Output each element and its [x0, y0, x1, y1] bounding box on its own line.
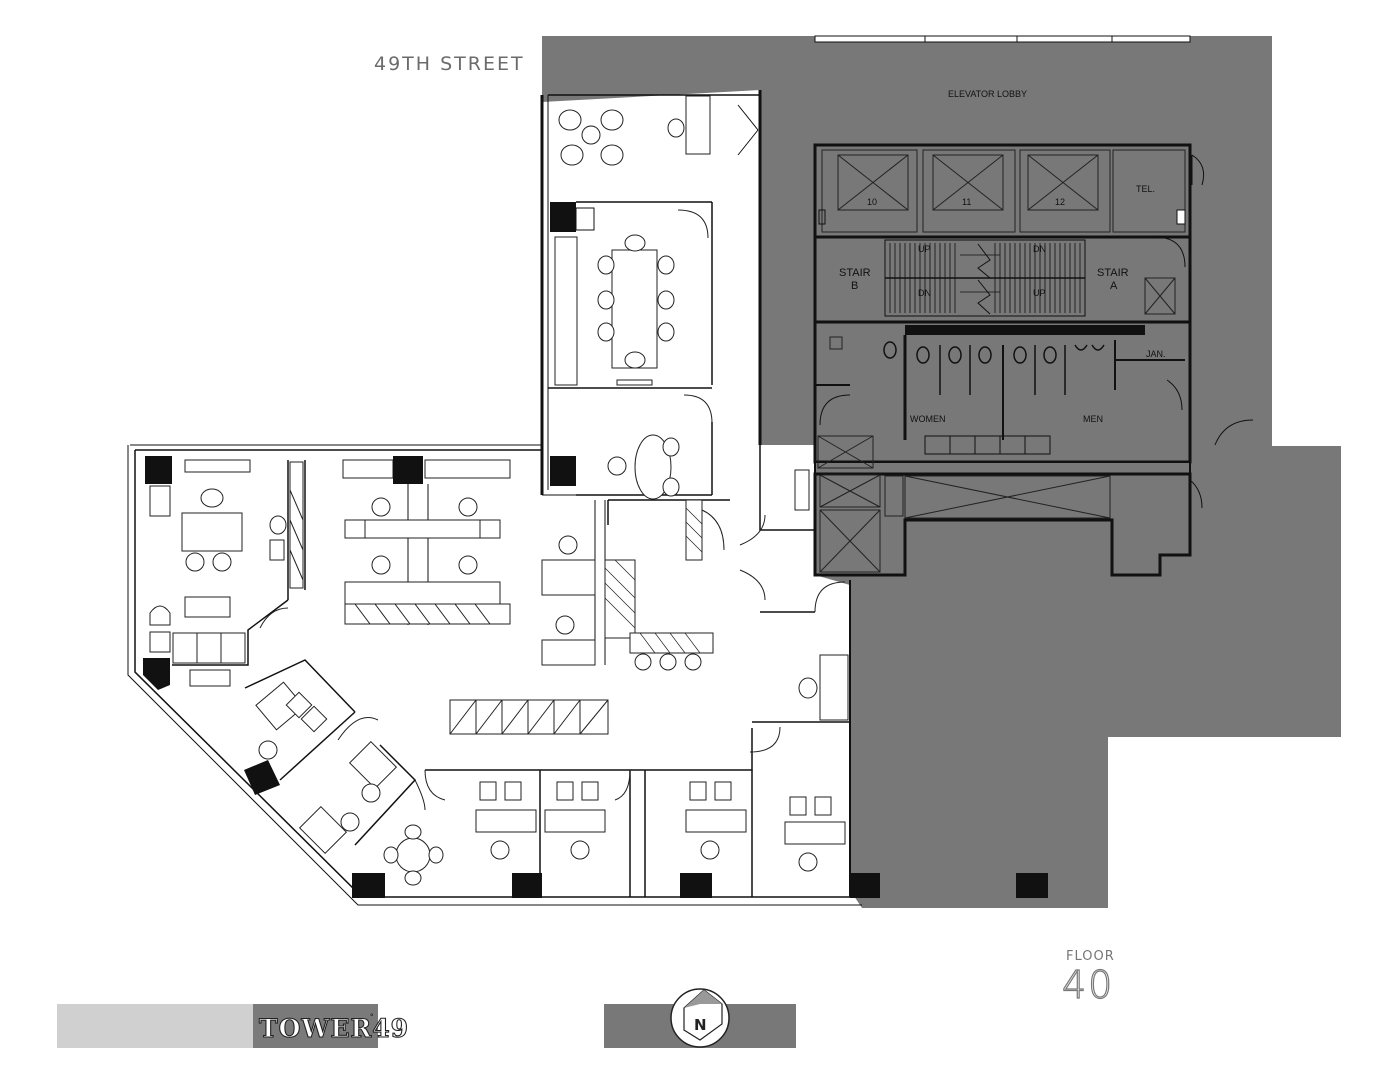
lounge-chairs: [558, 109, 624, 166]
street-label: 49TH STREET: [374, 53, 525, 75]
stair-a-label-2: A: [1110, 280, 1118, 292]
meeting-room: [550, 394, 713, 500]
logo-bar: TOWER49 °: [57, 1004, 409, 1048]
lower-core: [813, 435, 1192, 577]
men-label: MEN: [1083, 414, 1103, 424]
toilet-stalls: [883, 341, 1105, 395]
stair-b-label-1: STAIR: [839, 267, 871, 279]
elevator-12: 12: [1019, 149, 1111, 233]
elevator-10-label: 10: [867, 197, 877, 207]
tower49-logo-mark: °: [370, 1012, 374, 1022]
women-label: WOMEN: [910, 414, 946, 424]
workstations: [342, 456, 730, 735]
north-letter: N: [694, 1016, 707, 1034]
floor-indicator: FLOOR 40: [1061, 949, 1115, 1008]
stair-mark-up-2: UP: [1033, 288, 1046, 298]
elevator-11-label: 11: [962, 197, 971, 207]
stair-mark-dn-1: DN: [1033, 244, 1046, 254]
elevator-lobby-label: ELEVATOR LOBBY: [948, 89, 1027, 99]
core-doors: [737, 104, 1254, 509]
elevator-bank: 10 11 12 TEL.: [813, 143, 1192, 239]
reception: [739, 445, 850, 753]
tower49-logo: TOWER49: [259, 1014, 409, 1043]
stair-mark-dn-2: DN: [918, 288, 931, 298]
restrooms: WOMEN MEN JAN.: [813, 320, 1192, 464]
stair-mark-up-1: UP: [918, 244, 931, 254]
north-wall: [814, 35, 1191, 43]
elevator-10: 10: [821, 149, 918, 233]
stair-b-label-2: B: [851, 280, 858, 292]
floor-number: 40: [1062, 963, 1114, 1007]
elevator-11: 11: [922, 149, 1016, 233]
jan-label: JAN.: [1146, 349, 1166, 359]
north-wing: [548, 95, 713, 500]
stair-a-label-1: STAIR: [1097, 267, 1129, 279]
south-offices: [352, 728, 1048, 898]
diagonal-offices: [244, 659, 426, 855]
floor-label: FLOOR: [1066, 949, 1115, 964]
sinks: [924, 435, 1051, 455]
conference-room: [548, 234, 712, 389]
elevator-12-label: 12: [1055, 197, 1065, 207]
stairs: UP DN DN UP STAIR B STAIR A: [813, 235, 1192, 324]
west-office: [143, 456, 306, 690]
tel-room-label: TEL.: [1136, 184, 1155, 194]
tenant-walls: [127, 90, 862, 906]
compass: N: [604, 988, 796, 1048]
